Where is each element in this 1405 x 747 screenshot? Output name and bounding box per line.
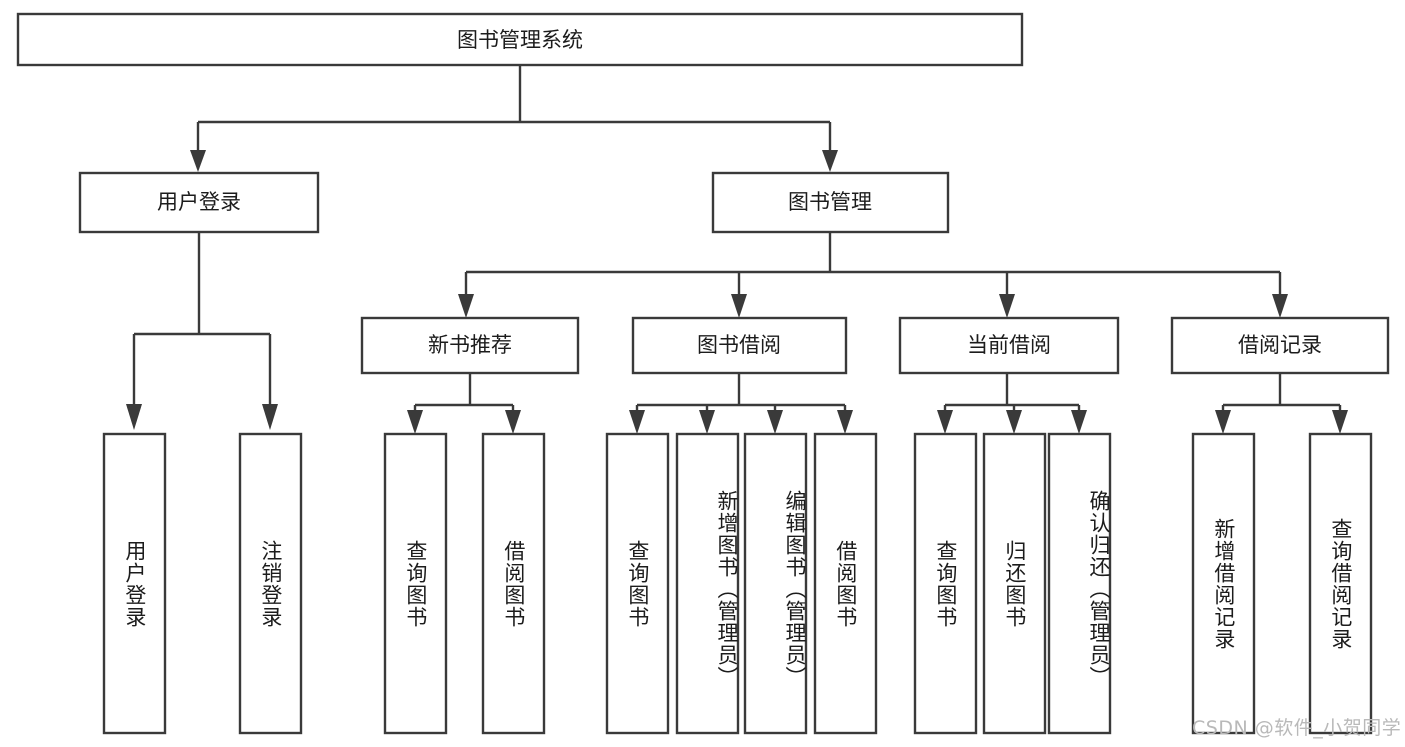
arrowhead-br-add-record bbox=[1215, 410, 1231, 434]
node-book-borrow-box[interactable] bbox=[631, 316, 848, 375]
leaf-box-cb-query-book[interactable] bbox=[913, 432, 978, 735]
arrowhead-bb-query-book bbox=[629, 410, 645, 434]
arrowhead-nb-borrow-book bbox=[505, 410, 521, 434]
leaf-box-cb-return-book[interactable] bbox=[982, 432, 1047, 735]
arrowhead-cb-query-book bbox=[937, 410, 953, 434]
node-new-book-label: 新书推荐 bbox=[428, 333, 512, 357]
node-user-login-label: 用户登录 bbox=[157, 190, 241, 214]
leaf-box-bb-edit-book[interactable] bbox=[743, 432, 808, 735]
arrowhead-cb-return-book bbox=[1006, 410, 1022, 434]
leaf-box-cb-confirm-return[interactable] bbox=[1047, 432, 1112, 735]
arrowhead-leaf-user-login bbox=[126, 404, 142, 430]
leaf-box-nb-query-book[interactable] bbox=[383, 432, 448, 735]
watermark: CSDN @软件_小贺同学 bbox=[1192, 717, 1402, 739]
node-book-manage-label: 图书管理 bbox=[788, 190, 872, 214]
node-current-borrow-label: 当前借阅 bbox=[967, 333, 1051, 357]
leaf-box-br-add-record[interactable] bbox=[1191, 432, 1256, 735]
node-book-borrow-label: 图书借阅 bbox=[697, 333, 781, 357]
leaf-box-br-query-record[interactable] bbox=[1308, 432, 1373, 735]
arrowhead-new-book bbox=[458, 294, 474, 318]
leaf-box-bb-borrow-book[interactable] bbox=[813, 432, 878, 735]
arrowhead-borrow-record bbox=[1272, 294, 1288, 318]
node-root-label: 图书管理系统 bbox=[457, 28, 583, 52]
node-new-book-box[interactable] bbox=[360, 316, 580, 375]
arrowhead-bb-edit-book bbox=[767, 410, 783, 434]
node-borrow-record-box[interactable] bbox=[1170, 316, 1390, 375]
arrowhead-bb-add-book bbox=[699, 410, 715, 434]
leaf-box-bb-query-book[interactable] bbox=[605, 432, 670, 735]
leaf-box-nb-borrow-book[interactable] bbox=[481, 432, 546, 735]
arrowhead-leaf-logout bbox=[262, 404, 278, 430]
arrowhead-bb-borrow-book bbox=[837, 410, 853, 434]
arrowhead-nb-query-book bbox=[407, 410, 423, 434]
node-book-manage-box[interactable] bbox=[711, 171, 950, 234]
node-current-borrow-box[interactable] bbox=[898, 316, 1120, 375]
leaf-box-user-login[interactable] bbox=[102, 432, 167, 735]
node-root-box[interactable] bbox=[16, 12, 1024, 67]
leaf-box-logout[interactable] bbox=[238, 432, 303, 735]
arrowhead-current-borrow bbox=[999, 294, 1015, 318]
node-borrow-record-label: 借阅记录 bbox=[1238, 333, 1322, 357]
arrowhead-cb-confirm-return bbox=[1071, 410, 1087, 434]
arrowhead-br-query-record bbox=[1332, 410, 1348, 434]
arrowhead-book-borrow bbox=[731, 294, 747, 318]
leaf-box-bb-add-book[interactable] bbox=[675, 432, 740, 735]
arrowhead-book-manage bbox=[822, 150, 838, 172]
arrowhead-user-login bbox=[190, 150, 206, 172]
